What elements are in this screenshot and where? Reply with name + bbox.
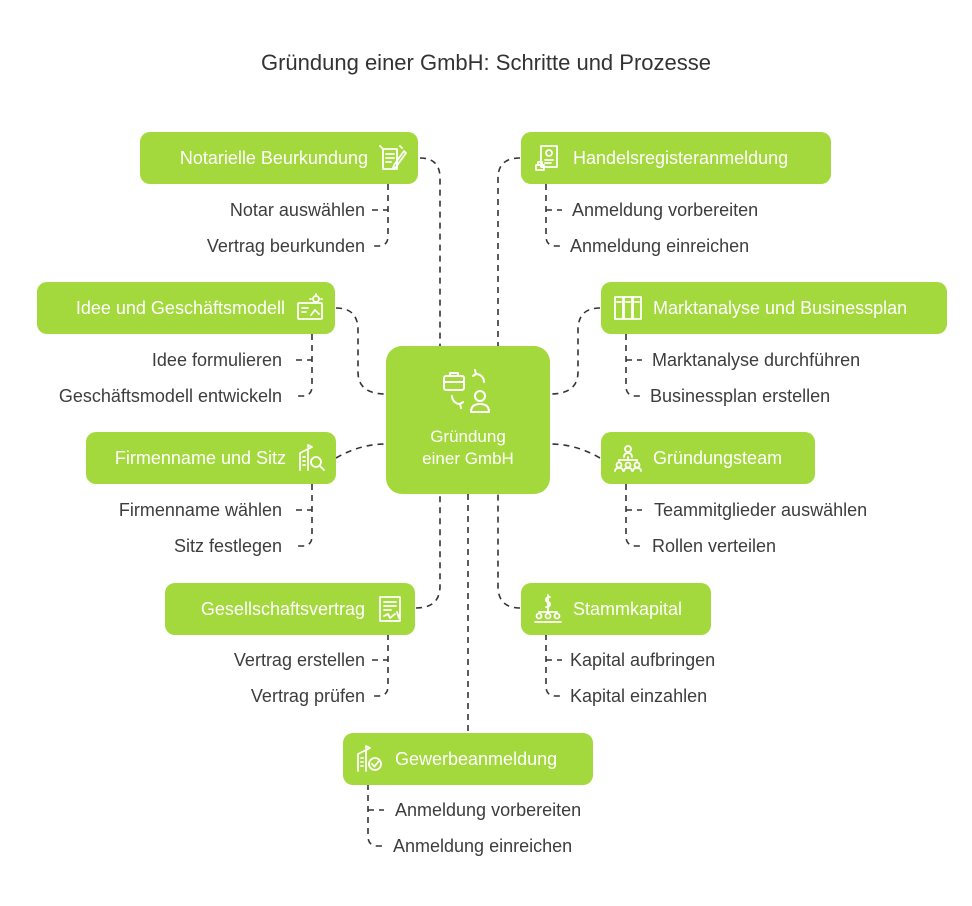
binders-icon [614, 296, 642, 320]
building-check-icon [357, 745, 382, 772]
center-node: Gründung einer GmbH [386, 346, 550, 494]
branch-gewerbeanmeldung: Gewerbeanmeldung [343, 733, 593, 785]
branch-label: Gründungsteam [653, 447, 783, 468]
branch-label: Handelsregisteranmeldung [573, 147, 789, 168]
branch-label: Idee und Geschäftsmodell [75, 297, 285, 318]
sub-item: Geschäftsmodell entwickeln [58, 386, 282, 406]
capital-icon [534, 594, 562, 623]
contract-icon [379, 596, 401, 622]
document-sign-icon [379, 145, 407, 170]
building-search-icon [299, 444, 325, 471]
sub-item: Notar auswählen [229, 200, 365, 220]
sub-item: Businessplan erstellen [650, 386, 831, 406]
team-hierarchy-icon [614, 445, 642, 472]
branch-label: Marktanalyse und Businessplan [653, 297, 908, 318]
branch-notarielle-beurkundung: Notarielle Beurkundung [140, 132, 418, 184]
sub-item: Kapital einzahlen [570, 686, 708, 706]
diagram-title: Gründung einer GmbH: Schritte und Prozes… [260, 50, 711, 75]
branch-firmenname-sitz: Firmenname und Sitz [86, 432, 336, 484]
branch-idee-geschaeftsmodell: Idee und Geschäftsmodell [37, 282, 335, 334]
branch-label: Firmenname und Sitz [114, 447, 286, 468]
sub-item: Anmeldung einreichen [570, 236, 750, 256]
sub-item: Vertrag prüfen [250, 686, 365, 706]
sub-item: Anmeldung einreichen [393, 836, 573, 856]
sub-item: Anmeldung vorbereiten [395, 800, 582, 820]
branch-marktanalyse-businessplan: Marktanalyse und Businessplan [601, 282, 947, 334]
sub-item: Rollen verteilen [652, 536, 777, 556]
sub-item: Teammitglieder auswählen [654, 500, 868, 520]
sub-item: Kapital aufbringen [570, 650, 716, 670]
sub-item: Vertrag beurkunden [206, 236, 365, 256]
branch-label: Notarielle Beurkundung [179, 147, 368, 168]
sub-item: Anmeldung vorbereiten [572, 200, 759, 220]
branch-label: Gesellschaftsvertrag [200, 598, 365, 619]
team-process-icon [443, 369, 490, 413]
idea-board-icon [297, 293, 323, 320]
branch-label: Gewerbeanmeldung [395, 748, 558, 769]
branch-gesellschaftsvertrag: Gesellschaftsvertrag [165, 583, 415, 635]
register-stamp-icon [535, 145, 558, 171]
center-label-line2: einer GmbH [422, 449, 514, 468]
branch-label: Stammkapital [573, 598, 683, 619]
sub-item: Idee formulieren [151, 350, 282, 370]
branch-handelsregisteranmeldung: Handelsregisteranmeldung [521, 132, 831, 184]
sub-item: Firmenname wählen [118, 500, 282, 520]
center-label-line1: Gründung [430, 427, 506, 446]
sub-item: Sitz festlegen [173, 536, 282, 556]
sub-item: Vertrag erstellen [233, 650, 365, 670]
branch-stammkapital: Stammkapital [521, 583, 711, 635]
branch-gruendungsteam: Gründungsteam [601, 432, 815, 484]
sub-item: Marktanalyse durchführen [652, 350, 861, 370]
